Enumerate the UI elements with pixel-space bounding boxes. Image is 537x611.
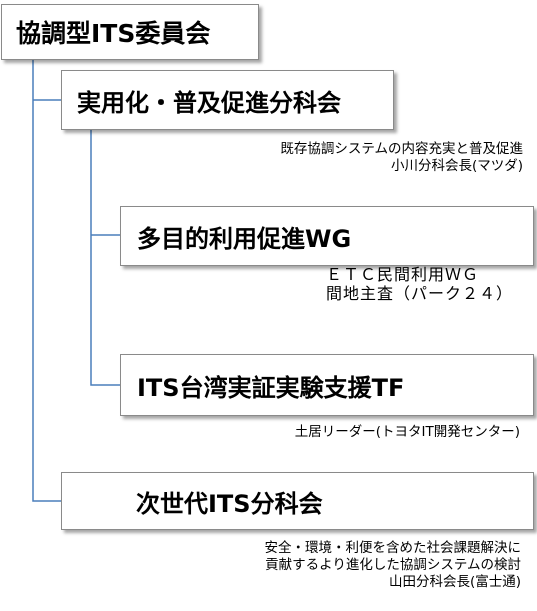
multipurpose-wg-note: ＥＴＣ民間利用ＷＧ 間地主査（パーク２４） xyxy=(326,265,513,303)
multipurpose-wg-note-line-1: ＥＴＣ民間利用ＷＧ xyxy=(326,265,480,284)
subcommittee-practical-title: 実用化・普及促進分科会 xyxy=(77,88,341,117)
taiwan-tf-note-line-1: 土居リーダー(トヨタIT開発センター) xyxy=(294,424,520,440)
root-committee-box: 協調型ITS委員会 xyxy=(1,4,259,60)
next-gen-subcommittee-note: 安全・環境・利便を含めた社会課題解決に 貢献するより進化した協調システムの検討 … xyxy=(265,540,522,591)
next-gen-subcommittee-title: 次世代ITS分科会 xyxy=(136,489,323,518)
taiwan-tf-title: ITS台湾実証実験支援TF xyxy=(137,373,405,402)
root-committee-title: 協調型ITS委員会 xyxy=(16,19,211,48)
subcommittee-practical-note-line-2: 小川分科会長(マツダ) xyxy=(390,158,523,174)
subcommittee-practical-note: 既存協調システムの内容充実と普及促進 小川分科会長(マツダ) xyxy=(280,141,523,175)
next-gen-subcommittee-note-line-1: 安全・環境・利便を含めた社会課題解決に xyxy=(264,540,522,556)
multipurpose-wg-box: 多目的利用促進WG xyxy=(120,206,534,266)
connector-root-trunk xyxy=(32,60,61,502)
subcommittee-practical-note-line-1: 既存協調システムの内容充実と普及促進 xyxy=(280,141,523,157)
next-gen-subcommittee-note-line-3: 山田分科会長(富士通) xyxy=(388,574,521,590)
next-gen-subcommittee-note-line-2: 貢献するより進化した協調システムの検討 xyxy=(265,557,521,573)
taiwan-tf-note: 土居リーダー(トヨタIT開発センター) xyxy=(295,424,520,441)
multipurpose-wg-note-line-2: 間地主査（パーク２４） xyxy=(326,284,514,303)
next-gen-subcommittee-box: 次世代ITS分科会 xyxy=(61,472,534,530)
multipurpose-wg-title: 多目的利用促進WG xyxy=(137,224,352,253)
taiwan-tf-box: ITS台湾実証実験支援TF xyxy=(120,354,534,416)
connector-practical-trunk xyxy=(90,130,120,386)
subcommittee-practical-box: 実用化・普及促進分科会 xyxy=(61,70,394,130)
